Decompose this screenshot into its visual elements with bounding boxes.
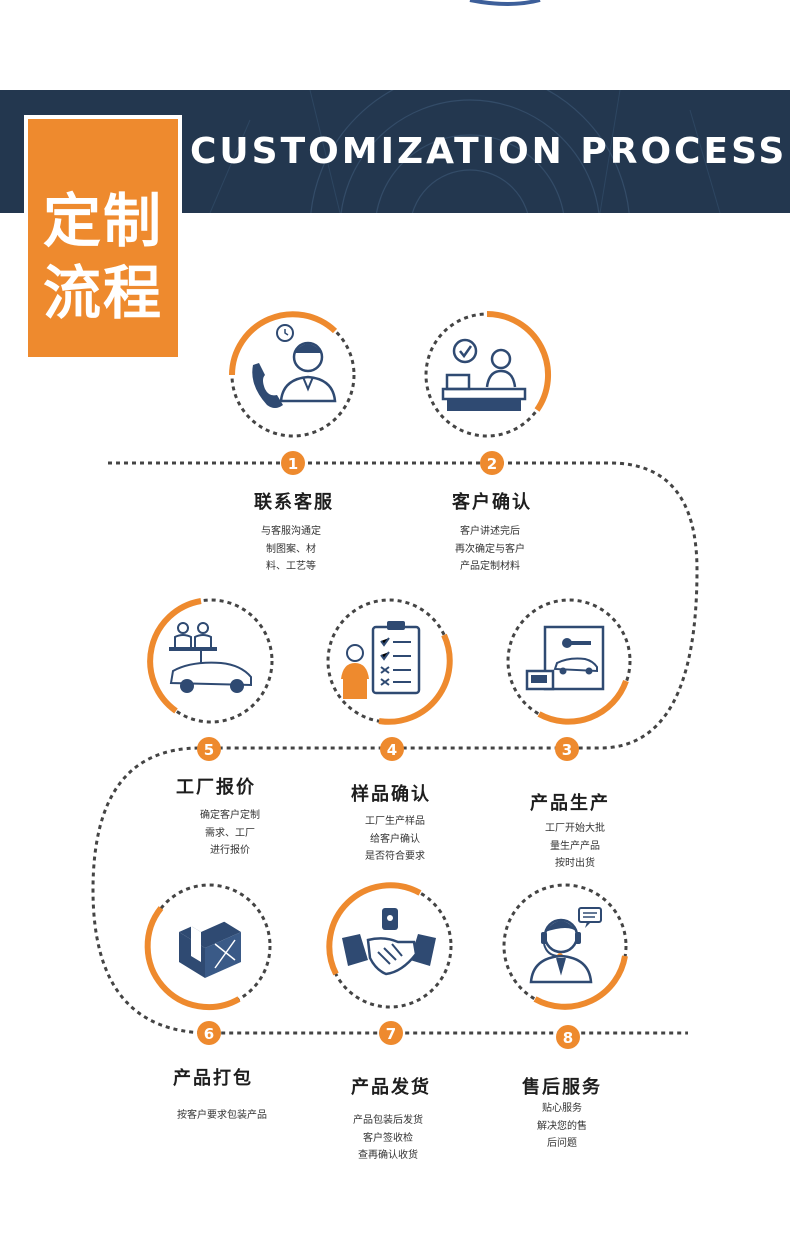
phone-support-icon [229, 311, 356, 438]
step-3-desc: 工厂开始大批 量生产产品 按时出货 [545, 823, 605, 869]
banner-title-en: CUSTOMIZATION PROCESS [190, 131, 788, 172]
step-8-desc: 贴心服务 解决您的售 后问题 [537, 1103, 587, 1149]
title-cn-line1: 定制 [42, 187, 163, 255]
dotted-connector [91, 461, 699, 1035]
headset-agent-icon [502, 883, 628, 1010]
svg-text:4: 4 [387, 741, 397, 759]
step-7-title: 产品发货 [351, 1077, 431, 1098]
step-badge-3: 3 [555, 737, 579, 761]
title-box-cn: 定制 流程 [24, 115, 182, 361]
title-cn-line2: 流程 [42, 259, 163, 327]
checklist-icon [326, 598, 453, 725]
production-board-icon [506, 598, 632, 725]
step-5-desc: 确定客户定制 需求、工厂 进行报价 [200, 810, 260, 856]
step-badge-4: 4 [380, 737, 404, 761]
svg-text:2: 2 [487, 455, 497, 473]
step-2-desc: 客户讲述完后 再次确定与客户 产品定制材料 [455, 526, 525, 572]
step-3-title: 产品生产 [530, 793, 610, 814]
svg-text:5: 5 [204, 741, 214, 759]
step-badge-6: 6 [197, 1021, 221, 1045]
step-4-desc: 工厂生产样品 给客户确认 是否符合要求 [365, 816, 425, 862]
reception-desk-icon [424, 311, 552, 438]
step-5-title: 工厂报价 [176, 777, 256, 798]
step-1-title: 联系客服 [254, 492, 334, 513]
step-badge-5: 5 [197, 737, 221, 761]
package-box-icon [144, 883, 272, 1011]
step-badge-8: 8 [556, 1025, 580, 1049]
step-badge-7: 7 [379, 1021, 403, 1045]
step-8-title: 售后服务 [522, 1077, 602, 1098]
svg-text:6: 6 [204, 1025, 214, 1043]
svg-text:8: 8 [563, 1029, 573, 1047]
top-arc-decoration [469, 0, 541, 6]
handshake-icon [326, 882, 453, 1009]
step-2-title: 客户确认 [452, 492, 532, 513]
step-6-title: 产品打包 [173, 1068, 253, 1089]
svg-text:1: 1 [288, 455, 298, 473]
step-7-desc: 产品包装后发货 客户签收检 查再确认收货 [353, 1115, 423, 1161]
step-6-desc: 按客户要求包装产品 [177, 1110, 267, 1121]
step-4-title: 样品确认 [351, 784, 431, 805]
step-badge-2: 2 [480, 451, 504, 475]
car-quote-icon [147, 598, 274, 724]
step-badge-1: 1 [281, 451, 305, 475]
step-1-desc: 与客服沟通定 制图案、材 料、工艺等 [261, 526, 321, 572]
svg-text:3: 3 [562, 741, 572, 759]
svg-text:7: 7 [386, 1025, 396, 1043]
